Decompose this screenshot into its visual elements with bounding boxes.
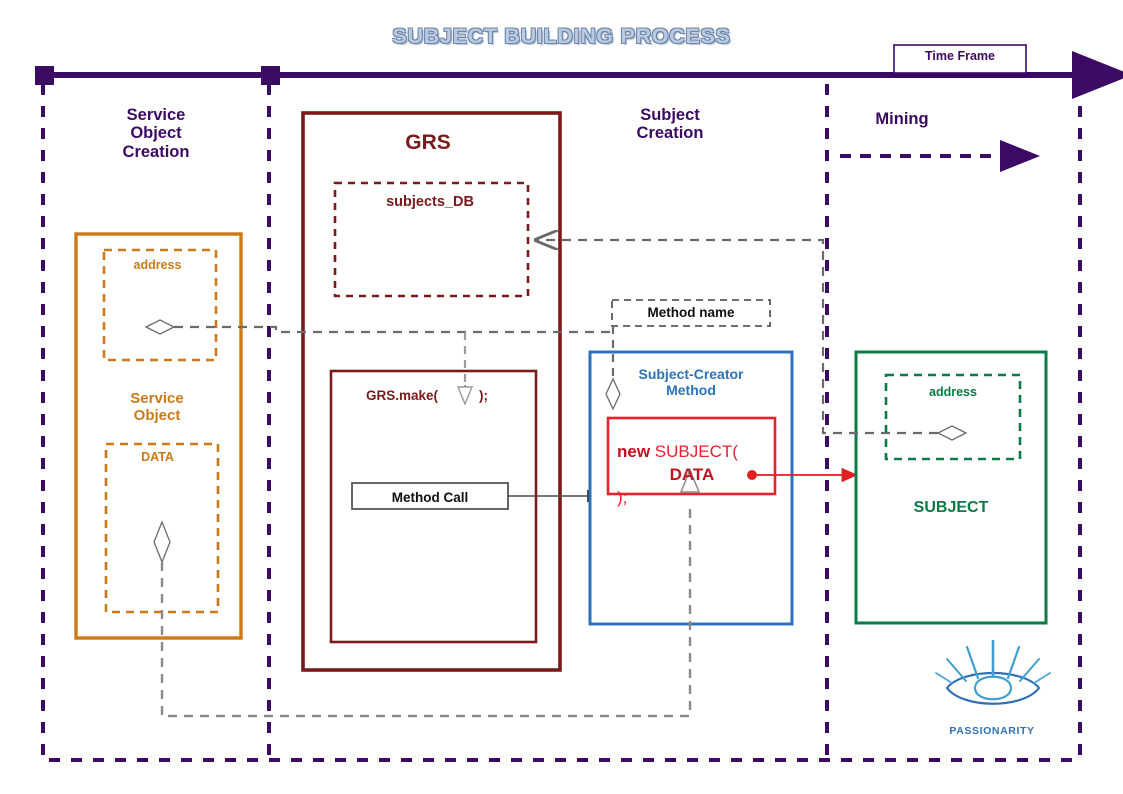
method-name-diamond-connector [605,377,621,411]
page-title: SUBJECT BUILDING PROCESS [392,24,731,48]
phase-label-mining: Mining [875,110,929,128]
code-line-new-subject: new SUBJECT( [617,423,767,461]
time-frame-label: Time Frame [925,49,995,63]
passionarity-logo-text: PASSIONARITY [949,725,1035,737]
connector-address-to-grs [174,325,610,334]
phase-label-subject-creation: Subject Creation [636,106,704,143]
method-name-box [611,299,771,327]
service-object-data-label: DATA [141,450,174,464]
grs-make-call-suffix: ); [479,388,488,403]
service-object-box [74,232,243,640]
connector-data-to-new-subject [160,468,701,718]
connector-method-name-to-grsmake [456,332,474,406]
subject-label: SUBJECT [913,499,989,516]
new-subject-origin-dot [747,470,757,480]
code-close-paren: ); [617,488,628,508]
code-line-close: ); [617,469,657,507]
subject-box [854,350,1048,625]
method-name-label: Method name [647,305,735,320]
subject-address-label: address [929,385,977,399]
subject-creator-method-title: Subject-Creator Method [638,366,744,398]
code-keyword-new: new [617,442,651,462]
grs-make-call-prefix: GRS.make( [366,388,439,403]
code-class-subject: SUBJECT( [654,442,738,462]
code-argument-data: DATA [669,465,715,485]
passionarity-logo [935,639,1051,705]
method-call-label: Method Call [391,490,469,505]
service-object-label: Service Object [130,390,184,424]
code-line-argument: DATA [617,446,767,484]
grs-title: GRS [405,131,451,154]
outer-boundary [41,84,1082,762]
subject-address-diamond-connector [936,425,968,441]
subjects-db-label: subjects_DB [386,194,474,210]
method-call-box [351,482,602,510]
service-object-address-label: address [133,258,182,272]
phase-label-service-object-creation: Service Object Creation [122,106,190,161]
connector-subject-address-to-subjects-db [536,240,938,435]
timeline-axis [35,44,1123,99]
